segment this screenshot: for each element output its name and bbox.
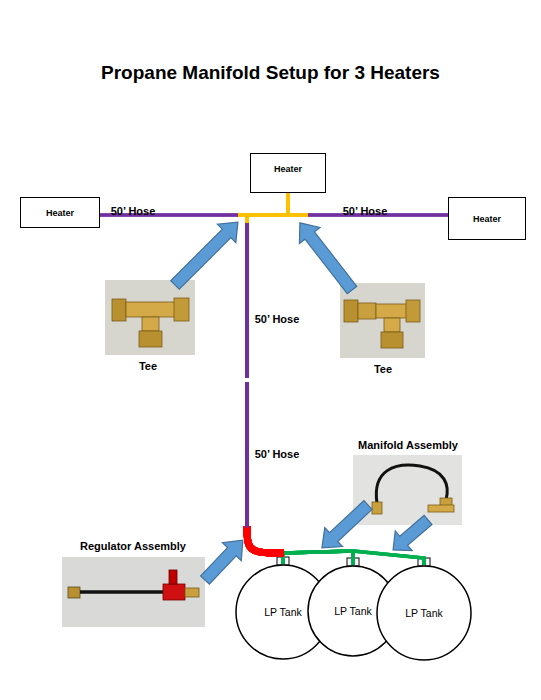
hose-connector [247,215,448,564]
hose-connector [247,193,288,564]
hose-connector [100,215,353,565]
hose-segment [247,193,288,215]
hose-segment [283,551,424,565]
hose-segment [246,382,249,528]
hose-segment [246,222,249,378]
brass-stem [142,317,159,331]
brass-nut [406,300,420,322]
hose-segment [246,222,249,378]
photo-background [105,280,195,355]
node-text: Heater [46,208,74,218]
part-label: 50’ Hose [343,205,388,217]
node-text: LP Tank [405,607,443,619]
callout-arrow [313,495,377,557]
hose-segment [246,222,249,378]
heater-box: Heater [20,197,100,228]
heater-box: Heater [448,197,526,240]
hose-segment [246,382,249,528]
node-text: LP Tank [264,606,302,618]
callout-arrow [196,531,253,589]
tank-shape [377,566,471,660]
photo-background [353,455,462,525]
hose-segment [247,526,284,553]
hose-segment [246,222,249,378]
node-text: LP Tank [334,605,372,617]
part-label: Manifold Assembly [358,439,458,451]
photo-background [62,557,205,627]
callout-arrow [290,215,363,298]
hose-segment [247,526,284,553]
hose-segment [247,526,284,553]
brass-body [376,304,408,318]
hose-segment [247,193,288,215]
hose-segment [246,222,249,378]
hose-segment [246,382,249,528]
hose-segment [246,222,249,378]
part-label: 50’ Hose [111,205,156,217]
hose-segment [246,222,249,378]
hose [376,465,447,503]
hose-segment [246,382,249,528]
part-label: Regulator Assembly [80,540,186,552]
hose-connector [247,193,424,565]
regulator-body [163,584,185,600]
brass-nut [344,300,358,322]
manifold-photo [353,455,462,525]
hose-segment [246,382,249,528]
hose [80,590,165,594]
tee-photo [105,280,195,355]
part-label: Tee [139,360,157,372]
hose-connector [100,215,424,565]
hose-segment [246,382,249,528]
hose-segment [246,222,249,378]
callout-arrow [166,213,247,294]
hose-segment [246,382,249,528]
hose-connector [247,215,448,565]
hose-segment [246,222,249,378]
photo-background [340,283,425,358]
brass-nut [381,332,403,348]
part-label: 50’ Hose [255,448,300,460]
brass-fitting [428,505,454,512]
brass-fitting [185,588,199,597]
brass-fitting [372,502,382,514]
hose-segment [247,526,284,553]
hose-connector [247,215,448,565]
hose-segment [247,193,288,215]
hose-segment [247,526,284,553]
callout-arrow [385,510,437,560]
node-text: Heater [473,214,501,224]
brass-nut [139,331,162,347]
hose-segment [247,526,284,553]
hose-segment [246,382,249,528]
hose-segment [283,551,424,565]
hose-segment [247,213,308,217]
regulator-knob [169,570,177,584]
brass-nut [112,299,126,321]
heater-box: Heater [250,153,326,193]
hose-segment [247,526,284,553]
brass-body [126,302,176,317]
hose-segment [283,551,424,565]
node-text: Heater [274,164,302,174]
brass-fitting [68,587,80,598]
brass-fitting [358,303,376,319]
tank-circle: LP Tank [376,565,472,661]
hose-segment [247,526,284,553]
regulator-photo [62,557,205,627]
diagram-title: Propane Manifold Setup for 3 Heaters [0,62,541,84]
part-label: Tee [374,363,392,375]
part-label: 50’ Hose [255,313,300,325]
hose-segment [246,382,249,528]
hose-segment [247,213,308,217]
hose-segment [247,526,284,553]
brass-stem [384,318,400,332]
hose-connector [247,193,353,565]
hose-segment [247,213,308,217]
brass-nut [174,298,189,321]
tee-photo [340,283,425,358]
